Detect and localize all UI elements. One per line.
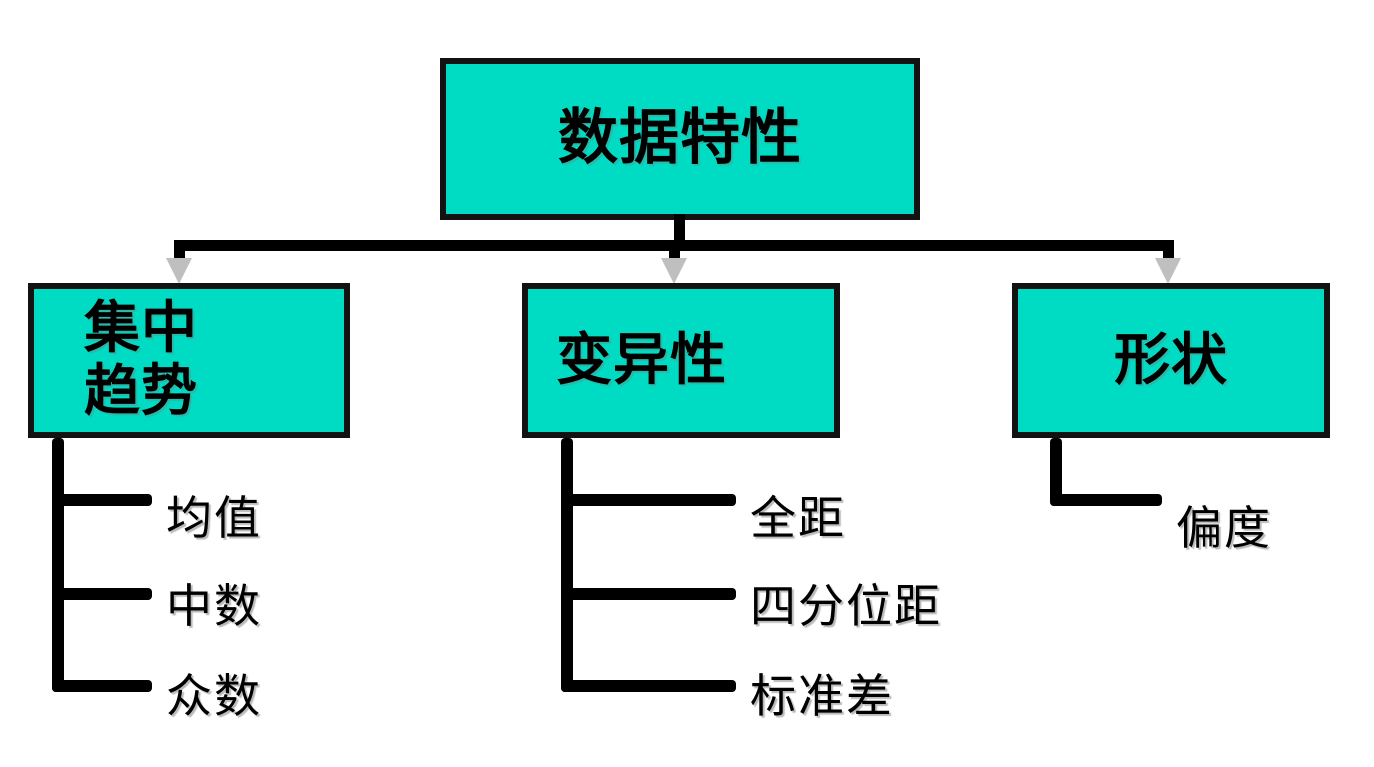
connector-stub-skewness	[1050, 494, 1162, 506]
leaf-text-range: 全距	[750, 491, 846, 545]
leaf-text-skewness: 偏度	[1176, 501, 1272, 555]
node-box-central-tendency[interactable]: 集中 趋势	[28, 283, 350, 438]
leaf-label-mean[interactable]: 均值	[166, 482, 262, 548]
leaf-label-mode[interactable]: 众数	[166, 660, 262, 726]
connector-stub-iqr	[561, 588, 736, 600]
node-label-variability: 变异性	[556, 327, 727, 393]
connector-spine-central	[52, 438, 64, 692]
arrow-down-icon-variability	[661, 258, 687, 284]
connector-spine-variability	[561, 438, 573, 692]
node-box-variability[interactable]: 变异性	[522, 283, 840, 438]
leaf-label-iqr[interactable]: 四分位距	[750, 570, 942, 636]
connector-bus-drop-left	[174, 240, 185, 262]
node-label-central-tendency: 集中 趋势	[84, 295, 198, 424]
connector-stub-stddev	[561, 680, 736, 692]
node-label-root: 数据特性	[558, 103, 802, 174]
connector-bus-drop-middle	[669, 240, 680, 262]
arrow-down-icon-shape	[1155, 258, 1181, 284]
arrow-down-icon-central	[166, 258, 192, 284]
leaf-label-median[interactable]: 中数	[166, 570, 262, 636]
connector-root-stem	[674, 214, 685, 246]
connector-spine-shape	[1050, 438, 1062, 506]
connector-stub-median	[52, 588, 152, 600]
connector-stub-mode	[52, 680, 152, 692]
leaf-text-iqr: 四分位距	[750, 579, 942, 633]
leaf-label-stddev[interactable]: 标准差	[750, 660, 894, 726]
leaf-text-median: 中数	[166, 579, 262, 633]
leaf-text-stddev: 标准差	[750, 669, 894, 723]
leaf-label-range[interactable]: 全距	[750, 482, 846, 548]
leaf-text-mean: 均值	[166, 491, 262, 545]
node-label-shape: 形状	[1114, 327, 1228, 393]
connector-stub-range	[561, 494, 736, 506]
connector-bus-drop-right	[1163, 240, 1174, 262]
node-box-root[interactable]: 数据特性	[440, 58, 920, 220]
leaf-text-mode: 众数	[166, 669, 262, 723]
node-box-shape[interactable]: 形状	[1012, 283, 1330, 438]
connector-stub-mean	[52, 494, 152, 506]
leaf-label-skewness[interactable]: 偏度	[1176, 492, 1272, 558]
